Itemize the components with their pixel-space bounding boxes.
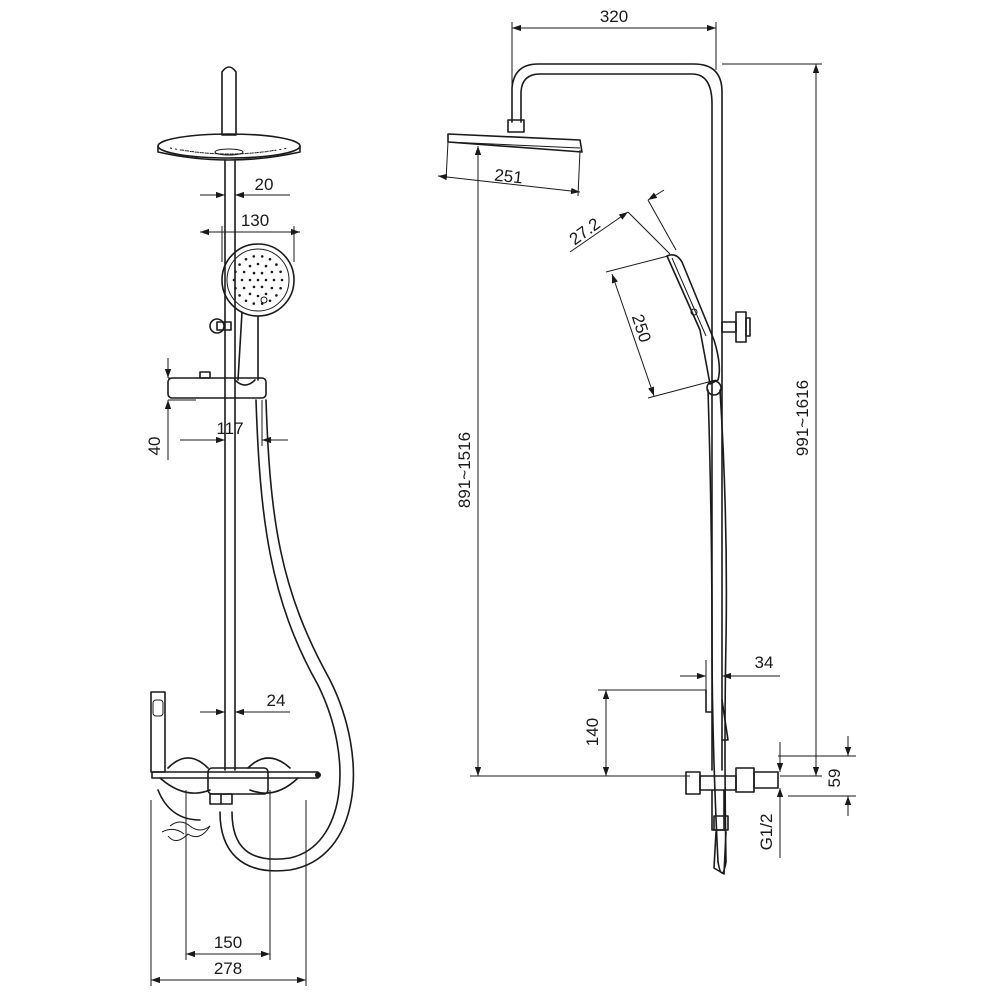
front-mixer bbox=[151, 757, 321, 841]
label-overall-width: 278 bbox=[214, 959, 242, 978]
dim-inlet-spacing: 150 bbox=[185, 790, 271, 960]
dim-front-arm-width: 20 bbox=[200, 175, 290, 199]
front-view: 20 130 40 117 24 bbox=[145, 66, 355, 986]
dim-hand-shower-diameter: 130 bbox=[200, 211, 300, 262]
label-bar-offset: 140 bbox=[583, 718, 602, 746]
label-overall-height-range: 991~1616 bbox=[793, 380, 812, 456]
dim-head-diameter: 251 bbox=[437, 141, 581, 197]
label-head-reach: 320 bbox=[600, 7, 628, 26]
front-holder-clamp bbox=[167, 318, 267, 399]
label-bar-width: 34 bbox=[755, 653, 774, 672]
dim-pipe-diameter: 24 bbox=[200, 691, 290, 716]
dim-mixer-depth: 59 bbox=[778, 736, 856, 816]
front-hose-inner bbox=[231, 399, 341, 860]
side-wall-knob bbox=[721, 311, 751, 343]
label-inlet-spacing: 150 bbox=[214, 933, 242, 952]
front-wall-bracket bbox=[150, 691, 166, 773]
label-mixer-depth: 59 bbox=[825, 769, 844, 788]
dim-overall-width: 278 bbox=[150, 800, 307, 986]
label-holder-offset: 117 bbox=[216, 419, 243, 438]
side-view: 320 251 27.2 250 891~1516 bbox=[437, 7, 856, 875]
dim-hand-shower-thickness: 27.2 bbox=[566, 189, 677, 255]
side-arm-inner bbox=[520, 73, 713, 771]
label-arm-width: 20 bbox=[255, 175, 274, 194]
dim-holder-offset: 117 bbox=[180, 400, 288, 446]
label-head-height-range: 891~1516 bbox=[455, 432, 474, 508]
label-pipe-diameter: 24 bbox=[267, 691, 286, 710]
label-hand-shower-thickness: 27.2 bbox=[566, 214, 604, 249]
label-thread: G1/2 bbox=[757, 814, 776, 851]
side-mixer bbox=[685, 767, 779, 875]
label-holder-height: 40 bbox=[145, 437, 164, 456]
dim-holder-height: 40 bbox=[145, 358, 196, 460]
front-hose-outer bbox=[219, 399, 355, 872]
label-hand-shower-diameter: 130 bbox=[241, 211, 269, 230]
front-top-pipe bbox=[221, 66, 237, 136]
side-arm-outer bbox=[511, 63, 723, 771]
label-hand-shower-length: 250 bbox=[628, 312, 655, 345]
front-rain-head bbox=[157, 133, 301, 161]
label-head-diameter: 251 bbox=[493, 166, 523, 188]
side-hand-shower bbox=[666, 254, 721, 385]
side-rain-head bbox=[447, 119, 583, 153]
dim-thread: G1/2 bbox=[757, 742, 784, 858]
dim-head-reach: 320 bbox=[511, 7, 717, 110]
dim-bar-offset: 140 bbox=[583, 689, 706, 776]
dim-overall-height-range: 991~1616 bbox=[722, 63, 822, 777]
dim-bar-width: 34 bbox=[680, 653, 780, 690]
dim-head-height-range: 891~1516 bbox=[455, 146, 690, 777]
front-hand-shower bbox=[221, 243, 295, 381]
side-lower-bracket bbox=[705, 689, 729, 741]
